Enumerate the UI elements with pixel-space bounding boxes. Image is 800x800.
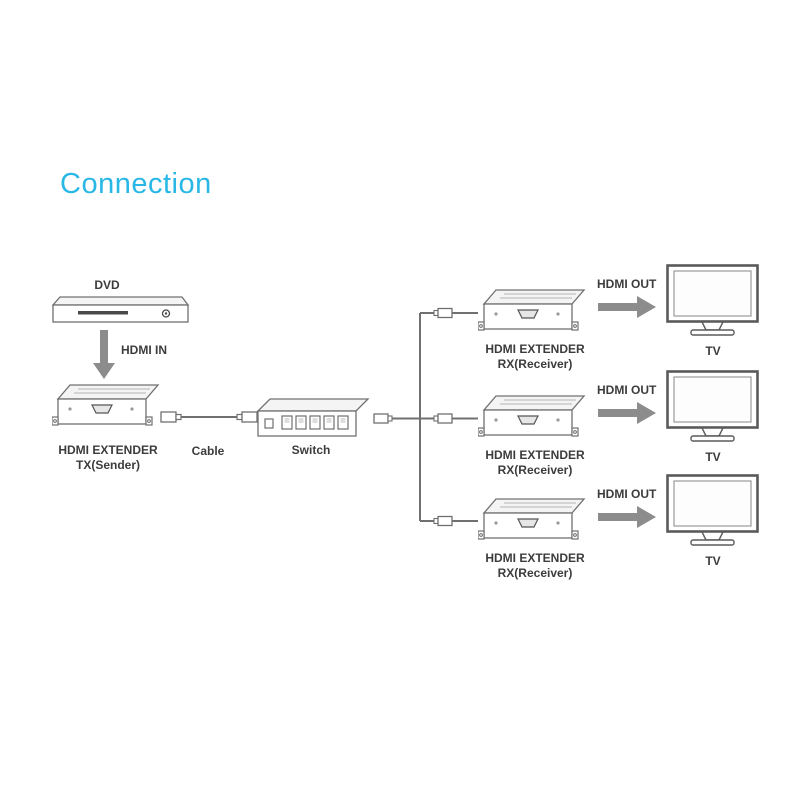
rx-extender-label: HDMI EXTENDER RX(Receiver) (455, 342, 615, 372)
tv-icon (666, 370, 759, 442)
hdmi-out-right-arrow-icon (598, 402, 656, 424)
page-title: Connection (60, 168, 212, 200)
hdmi-in-label: HDMI IN (121, 343, 167, 357)
hdmi-out-right-arrow-icon (598, 506, 656, 528)
switch-label: Switch (291, 443, 331, 457)
rx-extender-label: HDMI EXTENDER RX(Receiver) (455, 448, 615, 478)
tv-icon (666, 474, 759, 546)
switch-icon (256, 398, 370, 437)
dvd-label: DVD (94, 278, 120, 292)
rx-label-line2: RX(Receiver) (497, 357, 573, 371)
hdmi-in-down-arrow-icon (93, 330, 115, 379)
tv-label: TV (705, 344, 721, 358)
rx-label-line2: RX(Receiver) (497, 566, 573, 580)
rx-label-line1: HDMI EXTENDER (485, 342, 585, 356)
tx-label-line2: TX(Sender) (75, 458, 140, 472)
rx-label-line1: HDMI EXTENDER (485, 448, 585, 462)
rx-label-line1: HDMI EXTENDER (485, 551, 585, 565)
tx-label-line1: HDMI EXTENDER (58, 443, 158, 457)
rx-label-line2: RX(Receiver) (497, 463, 573, 477)
tx-extender-label: HDMI EXTENDER TX(Sender) (28, 443, 188, 473)
cable-label: Cable (191, 444, 225, 458)
tv-icon (666, 264, 759, 336)
tx-extender-icon (52, 384, 160, 426)
rx-extender-label: HDMI EXTENDER RX(Receiver) (455, 551, 615, 581)
cable-icon (160, 411, 258, 423)
dvd-player-icon (52, 296, 190, 323)
hdmi-out-label: HDMI OUT (597, 277, 657, 291)
rx-extender-icon (478, 498, 586, 540)
hdmi-out-label: HDMI OUT (597, 383, 657, 397)
tv-label: TV (705, 450, 721, 464)
rx-extender-icon (478, 289, 586, 331)
hdmi-out-right-arrow-icon (598, 296, 656, 318)
tv-label: TV (705, 554, 721, 568)
hdmi-out-label: HDMI OUT (597, 487, 657, 501)
rx-extender-icon (478, 395, 586, 437)
network-cable-bus-icon (373, 307, 478, 527)
